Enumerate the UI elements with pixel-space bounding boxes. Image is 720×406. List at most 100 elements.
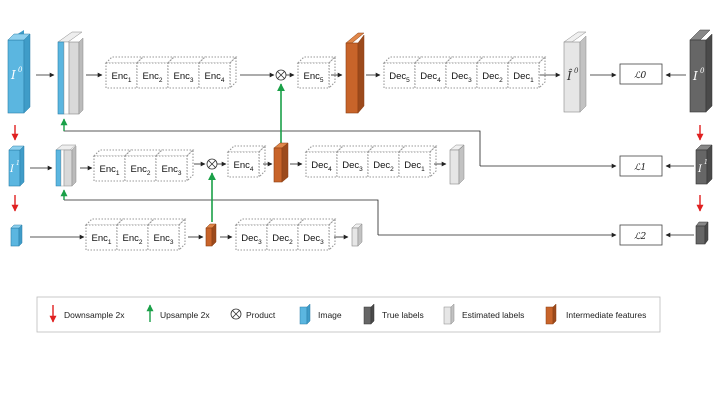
dec-block-row2-1-label: Dec3 — [241, 233, 262, 246]
enc-block-row1-1-label-sub: 1 — [116, 170, 120, 177]
enc-block-row1-3-label: Enc3 — [162, 164, 182, 177]
intermediate-feature-row2 — [205, 223, 217, 247]
dec-block-row0-5: Dec1 — [506, 55, 547, 90]
legend-intermediate-icon — [545, 303, 557, 325]
dec-block-row0-3-label: Dec3 — [451, 71, 472, 84]
enc-after-block-row1-1-label-base: Enc — [234, 160, 251, 171]
enc-after-block-row0-1-label-sub: 5 — [320, 77, 324, 84]
loss-box-row2: ℒ2 — [619, 224, 663, 246]
dec-block-row0-3-label-base: Dec — [451, 71, 468, 82]
image-I0-label: I — [10, 68, 16, 82]
enc-block-row0-4-label-base: Enc — [205, 71, 222, 82]
dec-block-row0-1-label-sub: 5 — [406, 77, 410, 84]
legend-estimated-labels: Estimated labels — [462, 310, 524, 320]
product-node-row0 — [275, 69, 287, 81]
enc-after-block-row0-1: Enc5 — [296, 55, 337, 90]
dec-block-row0-1-label-base: Dec — [389, 71, 406, 82]
dec-block-row2-3-label-base: Dec — [303, 233, 320, 244]
enc-block-row1-1-label: Enc1 — [100, 164, 120, 177]
dec-block-row0-5-label-sub: 1 — [530, 77, 534, 84]
enc-block-row2-2-label-sub: 2 — [139, 239, 143, 246]
true-label-I0-sup: 0 — [700, 67, 705, 75]
dec-block-row2-1-label-sub: 3 — [258, 239, 262, 246]
estimated-label-row1 — [449, 144, 465, 185]
image-I2 — [10, 224, 23, 247]
enc-block-row0-4-label: Enc4 — [205, 71, 225, 84]
enc-block-row0-2-label: Enc2 — [143, 71, 163, 84]
true-label-I0: I — [692, 69, 698, 83]
enc-block-row0-4: Enc4 — [197, 55, 238, 90]
dec-block-row2-2-label-sub: 2 — [289, 239, 293, 246]
loss-box-row0: ℒ0 — [619, 63, 663, 85]
enc-block-row0-1-label-base: Enc — [112, 71, 129, 82]
legend-upsample: Upsample 2x — [160, 310, 210, 320]
enc-block-row1-2-label: Enc2 — [131, 164, 151, 177]
enc-block-row0-2-label-sub: 2 — [159, 77, 163, 84]
legend-image-icon — [299, 303, 311, 325]
estimated-label-text: Î — [566, 68, 573, 83]
dec-block-row1-3-label-base: Dec — [373, 160, 390, 171]
legend-product-icon — [230, 308, 242, 320]
enc-block-row1-3-label-sub: 3 — [178, 170, 182, 177]
enc-block-row2-1-label-sub: 1 — [108, 239, 112, 246]
enc-after-block-row0-1-label: Enc5 — [304, 71, 324, 84]
dec-block-row1-2-label-base: Dec — [342, 160, 359, 171]
estimated-label-row2 — [351, 223, 363, 247]
dec-block-row2-3-label: Dec3 — [303, 233, 324, 246]
image-I1-sup: 1 — [16, 160, 20, 167]
legend-estimated-labels-icon — [443, 303, 455, 325]
enc-after-block-row1-1-label: Enc4 — [234, 160, 254, 173]
enc-block-row1-2-label-sub: 2 — [147, 170, 151, 177]
loss-box-row1: ℒ1 — [619, 155, 663, 177]
enc-block-row2-1-label-base: Enc — [92, 233, 109, 244]
legend-image: Image — [318, 310, 342, 320]
image-I1: I 1 — [8, 145, 25, 187]
enc-after-block-row1-1-label-sub: 4 — [250, 166, 254, 173]
enc-block-row0-1-label: Enc1 — [112, 71, 132, 84]
dec-block-row2-3: Dec3 — [296, 217, 337, 252]
true-label-row1: I 1 — [695, 144, 713, 185]
dec-block-row1-4-label-sub: 1 — [421, 166, 425, 173]
dec-block-row0-5-label-base: Dec — [513, 71, 530, 82]
dec-block-row1-2-label: Dec3 — [342, 160, 363, 173]
dec-block-row0-4-label-base: Dec — [482, 71, 499, 82]
dec-block-row2-3-label-sub: 3 — [320, 239, 324, 246]
product-node-row1 — [206, 158, 218, 170]
enc-block-row0-3-label-sub: 3 — [190, 77, 194, 84]
dec-block-row0-1-label: Dec5 — [389, 71, 410, 84]
legend-true-labels: True labels — [382, 310, 424, 320]
dec-block-row1-3-label-sub: 2 — [390, 166, 394, 173]
concat-block-row1 — [55, 144, 77, 187]
enc-block-row0-2-label-base: Enc — [143, 71, 160, 82]
dec-block-row1-4: Dec1 — [397, 144, 438, 179]
enc-block-row0-3-label-base: Enc — [174, 71, 191, 82]
estimated-label-row0: Î 0 — [563, 31, 587, 113]
enc-block-row0-1-label-sub: 1 — [128, 77, 132, 84]
dec-block-row0-2-label-sub: 4 — [437, 77, 441, 84]
dec-block-row0-2-label-base: Dec — [420, 71, 437, 82]
enc-block-row2-2-label-base: Enc — [123, 233, 140, 244]
encoder-after-row0: Enc5 — [296, 55, 337, 90]
intermediate-feature-row1 — [273, 142, 289, 183]
enc-block-row2-3-label-base: Enc — [154, 233, 171, 244]
enc-block-row2-1-label: Enc1 — [92, 233, 112, 246]
loss-L2: ℒ2 — [634, 232, 646, 242]
loss-L0: ℒ0 — [634, 71, 646, 81]
dec-block-row0-2-label: Dec4 — [420, 71, 441, 84]
image-I1-label: I — [9, 164, 15, 175]
enc-block-row2-3-label-sub: 3 — [170, 239, 174, 246]
concat-block-row0 — [57, 31, 84, 115]
legend-true-labels-icon — [363, 303, 375, 325]
dec-block-row2-2-label-base: Dec — [272, 233, 289, 244]
dec-block-row1-4-label-base: Dec — [404, 160, 421, 171]
true-label-row2 — [695, 221, 709, 245]
image-I0-sup: 0 — [18, 66, 23, 74]
encoder-after-row1: Enc4 — [226, 144, 267, 179]
dec-block-row1-1-label: Dec4 — [311, 160, 332, 173]
dec-block-row0-5-label: Dec1 — [513, 71, 534, 84]
